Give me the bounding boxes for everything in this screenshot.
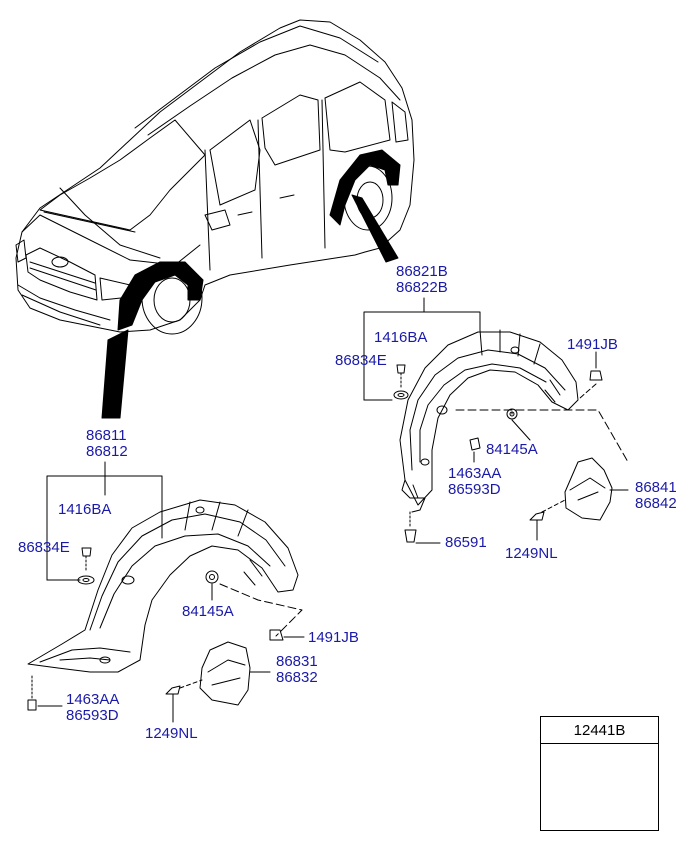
label-rear-clip: 1491JB	[567, 336, 618, 353]
part-inset-box: 12441B	[540, 716, 659, 831]
label-rear-bolt-1463aa: 1463AA	[448, 465, 502, 482]
label-front-bolt-86593d: 86593D	[66, 707, 119, 724]
part-inset-number: 12441B	[573, 722, 626, 739]
label-front-clip: 1491JB	[308, 629, 359, 646]
label-front-screw: 1416BA	[58, 501, 112, 518]
label-rear-screw: 1416BA	[374, 329, 428, 346]
label-front-washer: 86834E	[18, 539, 70, 556]
front-liner-drawing	[27, 461, 305, 723]
label-front-mudguard-86831: 86831	[276, 653, 318, 670]
label-rear-liner-86821b: 86821B	[396, 263, 448, 280]
rear-liner-drawing	[363, 297, 629, 544]
label-rear-bolt-86593d: 86593D	[448, 481, 501, 498]
label-front-liner-86812: 86812	[86, 443, 128, 460]
label-rear-liner-86822b: 86822B	[396, 279, 448, 296]
label-front-liner-86811: 86811	[86, 427, 127, 444]
label-rear-washer: 86834E	[335, 352, 387, 369]
label-front-nut: 84145A	[182, 603, 234, 620]
label-rear-mudguard-86842: 86842	[635, 495, 677, 512]
label-rear-mudguard-86841: 86841	[635, 479, 677, 496]
label-front-mud-screw: 1249NL	[145, 725, 198, 742]
label-front-bolt-1463aa: 1463AA	[66, 691, 120, 708]
label-rear-nut: 84145A	[486, 441, 538, 458]
front-pointer	[101, 329, 129, 419]
label-rear-mud-screw: 1249NL	[505, 545, 558, 562]
vehicle-drawing	[15, 19, 415, 335]
label-rear-rivet: 86591	[445, 534, 487, 551]
label-front-mudguard-86832: 86832	[276, 669, 318, 686]
rear-pointer	[351, 194, 399, 263]
part-inset-header: 12441B	[541, 717, 658, 744]
